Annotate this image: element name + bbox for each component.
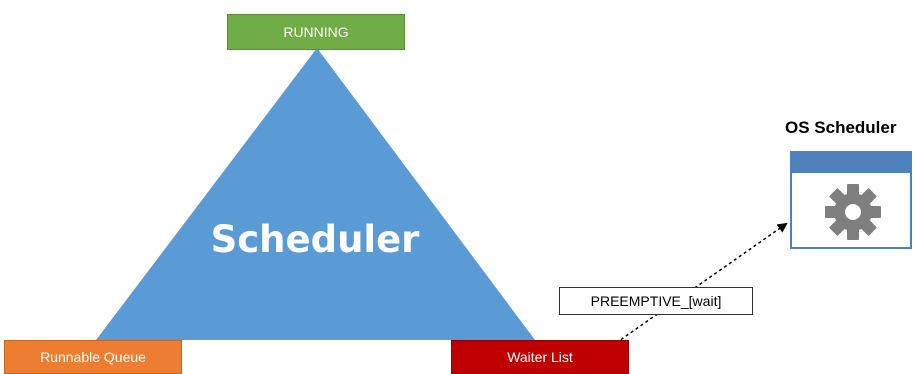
waiter-list-label: Waiter List xyxy=(507,349,573,365)
preempt-arrow xyxy=(615,222,788,344)
gear-icon xyxy=(825,184,881,240)
scheduler-label: Scheduler xyxy=(210,218,420,261)
runnable-queue-node: Runnable Queue xyxy=(4,340,182,374)
scheduler-triangle xyxy=(96,48,535,340)
os-scheduler-title: OS Scheduler xyxy=(785,118,897,137)
running-node: RUNNING xyxy=(227,14,405,50)
waiter-list-node: Waiter List xyxy=(451,340,629,374)
preemptive-wait-text: PREEMPTIVE_[wait] xyxy=(590,293,722,309)
os-scheduler-window xyxy=(790,151,912,249)
running-label: RUNNING xyxy=(283,24,349,40)
preemptive-wait-label: PREEMPTIVE_[wait] xyxy=(559,287,753,315)
runnable-queue-label: Runnable Queue xyxy=(40,349,146,365)
os-window-titlebar xyxy=(792,153,910,173)
